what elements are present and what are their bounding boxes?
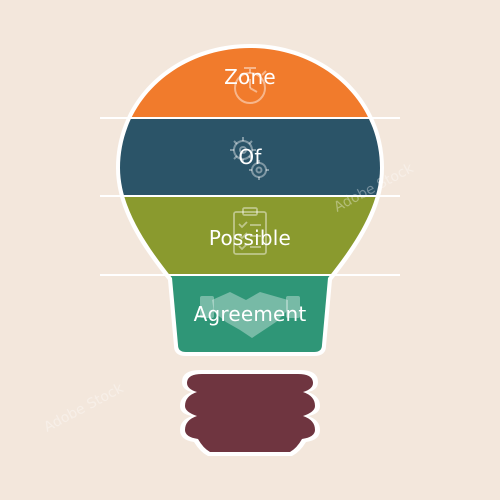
clipboard-checklist-icon — [233, 207, 267, 255]
band-label-agreement: Agreement — [193, 302, 307, 326]
band-label-of: Of — [238, 145, 262, 169]
stopwatch-icon — [234, 67, 267, 104]
bulb-base-fill — [185, 374, 315, 452]
band-of — [120, 119, 380, 195]
band-label-possible: Possible — [208, 226, 292, 250]
gears-icon — [230, 137, 269, 180]
band-label-zone: Zone — [224, 65, 276, 89]
handshake-icon — [200, 292, 300, 338]
band-possible — [120, 197, 380, 274]
